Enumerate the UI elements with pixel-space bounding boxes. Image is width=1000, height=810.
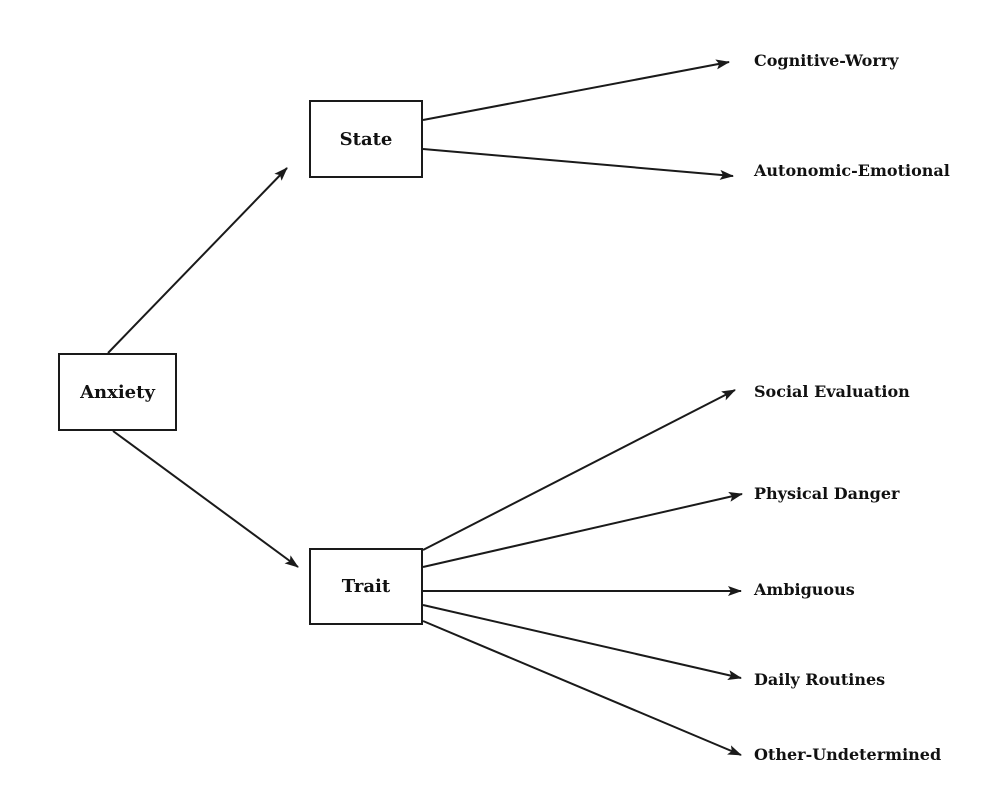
edge-trait-to-physical-danger bbox=[422, 492, 743, 568]
edge-trait-to-daily-routines bbox=[422, 604, 742, 680]
leaf-other-undetermined: Other-Undetermined bbox=[754, 745, 942, 764]
node-state-label: State bbox=[339, 128, 393, 150]
edge-trait-to-social-evaluation bbox=[422, 389, 736, 551]
edge-anxiety-to-state bbox=[107, 167, 288, 354]
leaf-social-evaluation: Social Evaluation bbox=[754, 382, 910, 401]
leaf-physical-danger: Physical Danger bbox=[754, 484, 900, 503]
node-anxiety-label: Anxiety bbox=[80, 381, 155, 403]
leaf-daily-routines: Daily Routines bbox=[754, 670, 886, 689]
edge-state-to-autonomic-emotional bbox=[422, 148, 734, 180]
edge-anxiety-to-trait bbox=[112, 430, 299, 568]
node-trait-label: Trait bbox=[341, 576, 391, 597]
leaf-cognitive-worry: Cognitive-Worry bbox=[754, 51, 899, 70]
node-trait: Trait bbox=[309, 548, 423, 625]
node-state: State bbox=[309, 100, 423, 178]
leaf-ambiguous: Ambiguous bbox=[754, 580, 855, 599]
edge-state-to-cognitive-worry bbox=[422, 59, 730, 121]
leaf-autonomic-emotional: Autonomic-Emotional bbox=[754, 161, 950, 180]
node-anxiety: Anxiety bbox=[58, 353, 177, 431]
edge-trait-to-other-undetermined bbox=[422, 620, 742, 756]
